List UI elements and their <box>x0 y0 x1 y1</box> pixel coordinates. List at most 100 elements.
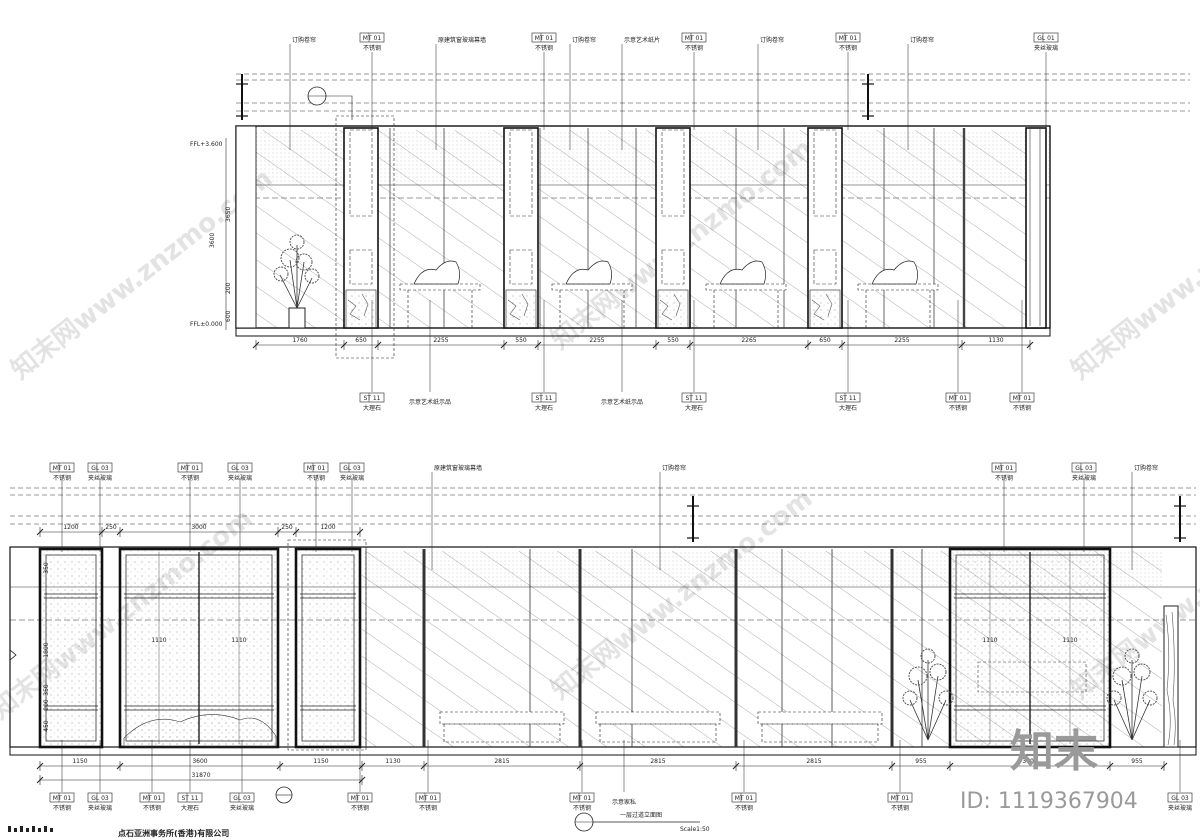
glass-frame-far <box>948 547 1112 749</box>
bottom-bottom-tag-10-material: 不锈钢 <box>735 804 753 812</box>
bottom-top-tag-8-material: 夹丝玻璃 <box>1072 474 1096 482</box>
vertical-dim-3: 350 <box>43 684 50 696</box>
bottom-dim-value: 2815 <box>806 758 821 765</box>
bottom-dim-value: 3600 <box>192 758 207 765</box>
top-elevation: FFL+3.600 FFL±0.000 3650 3600 200 600 17… <box>190 32 1190 412</box>
bottom-dim-slash <box>420 762 428 770</box>
bottom-bottom-tag-3-material: 不锈钢 <box>143 804 161 812</box>
top-bottom-tag-3-material: 大理石 <box>535 404 553 412</box>
inner-dim-3: 1110 <box>982 637 997 644</box>
art-display-4 <box>857 260 939 328</box>
upper-dim-slash <box>116 528 124 536</box>
display-top <box>399 283 481 291</box>
column-2 <box>503 127 539 329</box>
bottom-bottom-tag-12-code: GL 03 <box>1171 795 1189 802</box>
top-bottom-tag-7-code: MT 01 <box>949 395 968 402</box>
potted-plant <box>273 234 320 329</box>
bench-3 <box>757 711 883 743</box>
column-1 <box>343 127 379 329</box>
top-bottom-tag-1-code: ST 11 <box>363 395 380 402</box>
top-bottom-tag-1-box <box>359 392 385 403</box>
display-top <box>551 283 633 291</box>
top-note-label-3: 订购卷帘 <box>572 36 596 44</box>
top-dim-slash <box>252 341 260 349</box>
bench-seat <box>757 711 883 725</box>
top-tag-1: MT 01 不锈钢 <box>359 32 385 52</box>
level-mark-lower: FFL±0.000 <box>190 321 223 328</box>
column-marble-base <box>657 289 689 329</box>
upper-dim-slash <box>292 528 300 536</box>
bottom-bottom-tag-12-material: 夹丝玻璃 <box>1168 804 1192 812</box>
watermark-3: 知末网www.znzmo.com <box>1066 163 1200 385</box>
bottom-bottom-tag-7-box <box>415 792 441 803</box>
upper-dim-slash <box>356 528 364 536</box>
bottom-bottom-tag-3: MT 01 不锈钢 <box>139 792 165 812</box>
bench-1 <box>439 711 565 743</box>
top-tag-3-code: MT 01 <box>685 35 704 42</box>
upper-dim-value: 250 <box>105 524 117 531</box>
bottom-bottom-tag-2-code: GL 03 <box>91 795 109 802</box>
rock-sculpture <box>719 260 766 285</box>
bottom-top-tag-7-material: 不锈钢 <box>995 474 1013 482</box>
bottom-bottom-tag-9: 示意家私 <box>612 798 636 806</box>
inner-dim-2: 1110 <box>231 637 246 644</box>
top-bottom-tag-8-code: MT 01 <box>1013 395 1032 402</box>
top-bottom-tag-6-code: ST 11 <box>839 395 856 402</box>
top-bottom-tag-5-material: 大理石 <box>685 404 703 412</box>
title-block: 一层过道立面图 Scale1:50 点石亚洲事务所(香港)有限公司 <box>8 811 710 838</box>
top-bottom-tag-4-material: 示意艺术纸示品 <box>601 398 643 406</box>
glass-frame-left-outer <box>38 547 104 749</box>
potted-plant-bottom-1 <box>902 648 954 741</box>
bottom-dim-slash <box>946 762 954 770</box>
top-tag-2-material: 不锈钢 <box>535 44 553 52</box>
display-top <box>857 283 939 291</box>
bottom-bottom-tag-6-box <box>347 792 373 803</box>
bottom-dim-slash <box>888 762 896 770</box>
bench-base <box>599 723 717 743</box>
bottom-note-label-3: 订购卷帘 <box>1134 464 1158 472</box>
top-dim-slash <box>838 341 846 349</box>
bottom-bottom-tag-8-box <box>569 792 595 803</box>
top-bottom-tag-1-material: 大理石 <box>363 404 381 412</box>
bottom-top-tag-8-code: GL 03 <box>1075 465 1093 472</box>
bottom-bottom-tag-5-box <box>229 792 255 803</box>
top-bottom-tag-3-box <box>531 392 557 403</box>
bottom-top-tag-3-material: 不锈钢 <box>181 474 199 482</box>
marble-veins <box>659 293 681 321</box>
bottom-top-tag-6-code: GL 03 <box>343 465 361 472</box>
bottom-bottom-tag-4-code: ST 11 <box>181 795 198 802</box>
bottom-top-tag-7-box <box>991 462 1017 473</box>
bottom-top-tag-8: GL 03 夹丝玻璃 <box>1071 462 1097 482</box>
top-tag-1-material: 不锈钢 <box>363 44 381 52</box>
art-display-1 <box>399 260 481 328</box>
top-note-label-1: 订购卷帘 <box>292 36 316 44</box>
far-display-shelf <box>977 661 1087 693</box>
bottom-bottom-tag-3-box <box>139 792 165 803</box>
bottom-bottom-tag-5-material: 夹丝玻璃 <box>230 804 254 812</box>
top-tag-1-code: MT 01 <box>363 35 382 42</box>
bottom-bottom-tag-3-code: MT 01 <box>143 795 162 802</box>
bottom-top-tag-3-code: MT 01 <box>181 465 200 472</box>
top-dim-value: 650 <box>819 337 831 344</box>
bottom-bottom-tag-11-code: MT 01 <box>891 795 910 802</box>
bottom-dim-value: 2815 <box>494 758 509 765</box>
art-display-2 <box>551 260 633 328</box>
glass-frame-center <box>118 547 280 749</box>
glass-frame-left <box>38 547 104 749</box>
top-dim-slash <box>652 341 660 349</box>
vdim-1: 3650 <box>225 207 232 222</box>
bench-seat <box>439 711 565 725</box>
bottom-note-label-2: 订购卷帘 <box>662 464 686 472</box>
glass-frame-right <box>294 547 362 749</box>
inner-dim-4: 1110 <box>1062 637 1077 644</box>
vertical-dim-5: 450 <box>43 720 50 732</box>
top-dim-value: 650 <box>355 337 367 344</box>
